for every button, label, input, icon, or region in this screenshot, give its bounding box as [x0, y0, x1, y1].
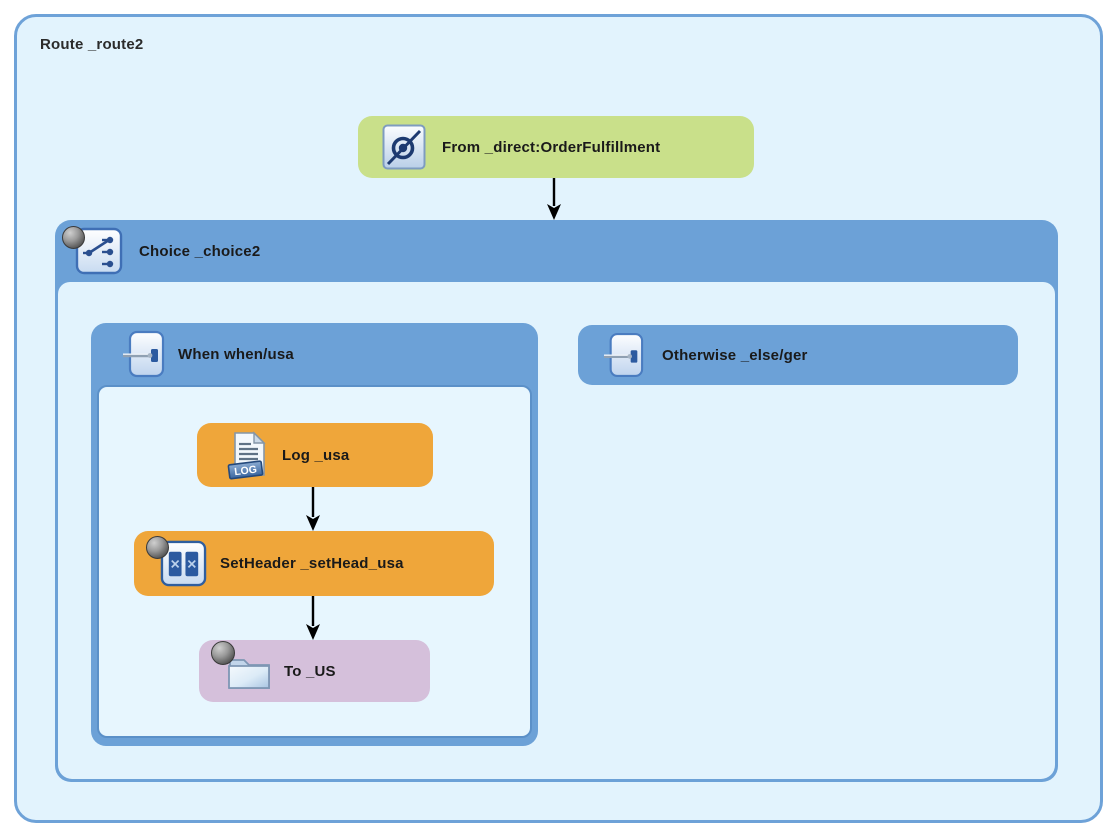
svg-text:LOG: LOG	[234, 464, 258, 479]
choice-gray-ball-badge	[62, 226, 85, 249]
to-node-label: To _US	[284, 662, 336, 680]
setheader-icon	[160, 540, 207, 587]
route-title: Route _route2	[40, 36, 144, 53]
otherwise-icon	[604, 333, 644, 377]
to-node[interactable]: To _US	[199, 640, 430, 702]
setheader-node[interactable]: SetHeader _setHead_usa	[134, 531, 494, 596]
from-node[interactable]: From _direct:OrderFulfillment	[358, 116, 754, 178]
setheader-gray-ball-badge	[146, 536, 169, 559]
choice-node[interactable]: Choice _choice2	[55, 220, 1058, 282]
log-file-icon: LOG	[227, 431, 266, 480]
otherwise-node[interactable]: Otherwise _else/ger	[578, 325, 1018, 385]
setheader-node-label: SetHeader _setHead_usa	[220, 555, 404, 572]
log-node[interactable]: LOG Log _usa	[197, 423, 433, 487]
folder-icon	[228, 659, 270, 689]
otherwise-node-label: Otherwise _else/ger	[662, 346, 808, 364]
when-icon	[123, 330, 165, 378]
when-node-label: When when/usa	[178, 345, 294, 363]
when-node[interactable]: When when/usa	[91, 323, 538, 385]
log-node-label: Log _usa	[282, 446, 350, 464]
endpoint-icon	[382, 124, 426, 170]
from-node-label: From _direct:OrderFulfillment	[442, 138, 661, 156]
choice-icon	[75, 227, 123, 275]
choice-node-label: Choice _choice2	[139, 242, 261, 260]
to-gray-ball-badge	[211, 641, 235, 665]
